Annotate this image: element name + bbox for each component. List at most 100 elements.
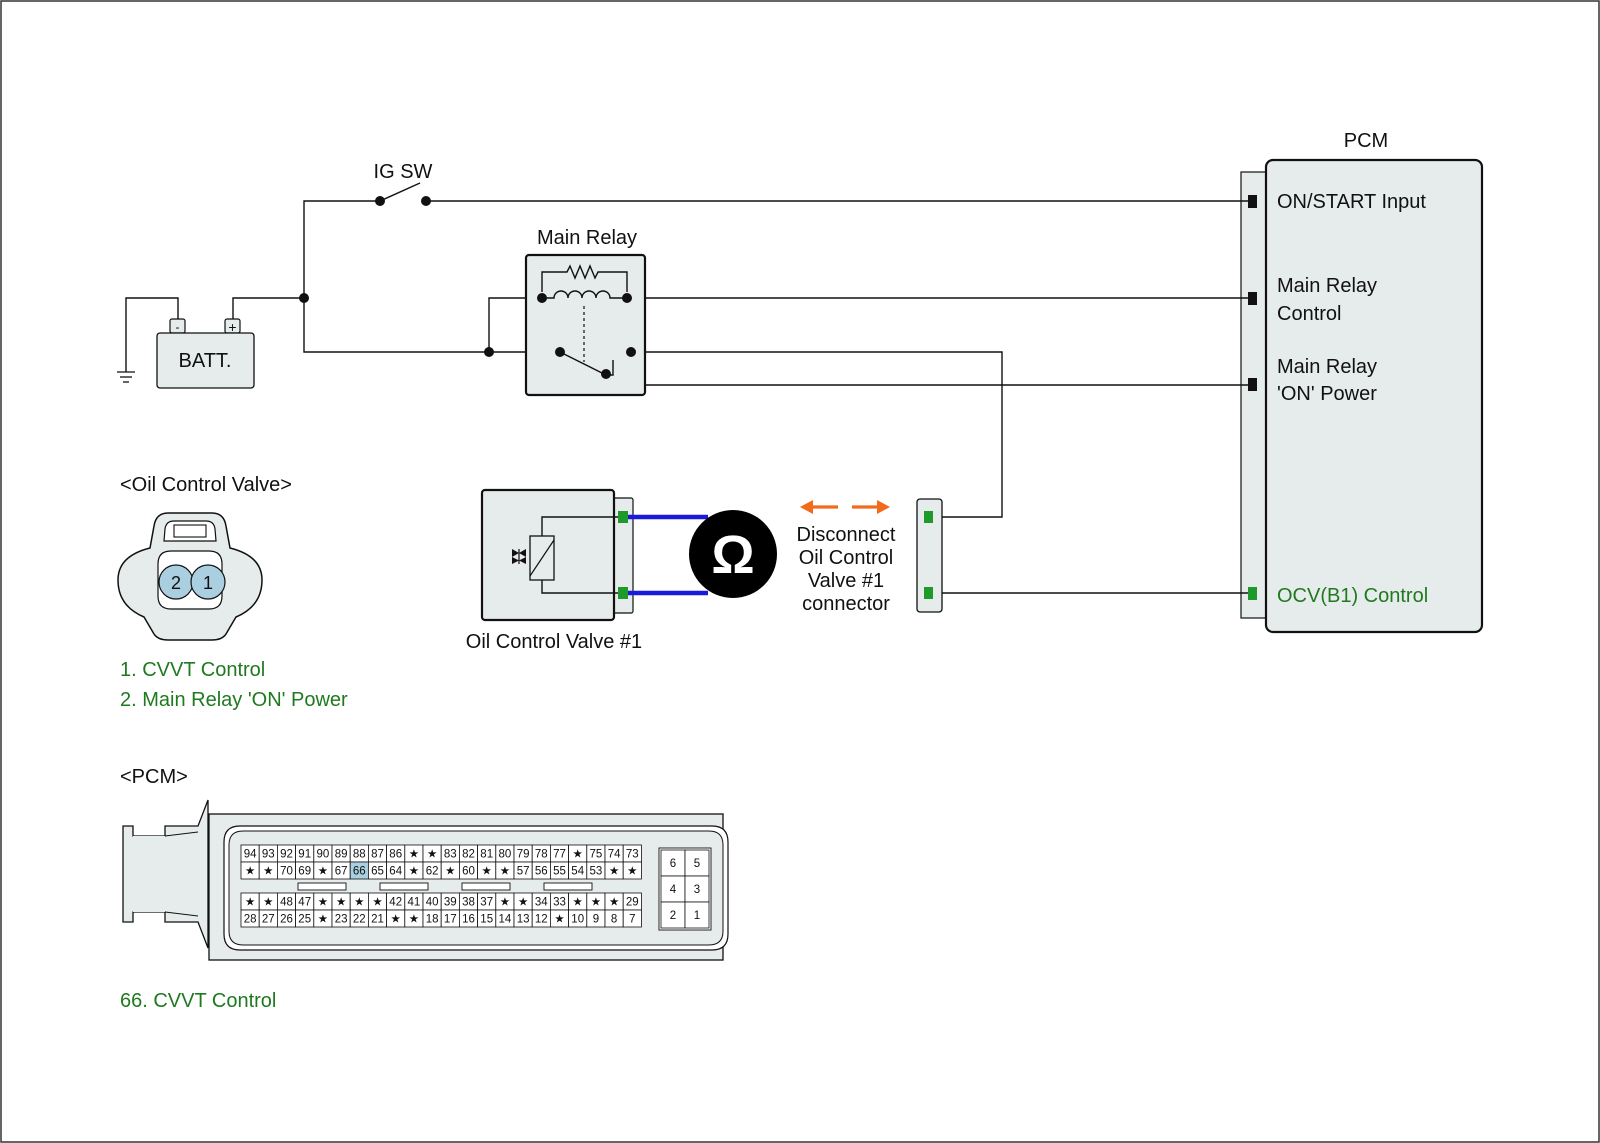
pcm-pin-label: 89	[335, 849, 348, 861]
pcm-pin-relay-on-power	[1248, 378, 1257, 391]
pcm-side-pin-cell	[684, 849, 710, 877]
junction-dot	[299, 293, 309, 303]
pcm-pin-label: 7	[629, 914, 635, 926]
relay-coil	[542, 290, 627, 299]
pcm-pin-label: 88	[353, 849, 366, 861]
pcm-pin-label: 73	[626, 849, 639, 861]
wire-batt-ground	[125, 297, 179, 372]
pcm-pin-label: ★	[372, 897, 382, 909]
pcm-pin-label: ★	[573, 897, 583, 909]
pcm-key-slots	[297, 882, 593, 891]
pcm-pin-label: ★	[554, 914, 564, 926]
pcm-pin-label: ★	[409, 849, 419, 861]
pcm-pin-label: ★	[482, 866, 492, 878]
pcm-pin-label: 74	[608, 849, 621, 861]
igsw-label: IG SW	[374, 161, 433, 183]
pcm-pin-label: 56	[535, 866, 548, 878]
pcm-pin-label: 21	[371, 914, 384, 926]
pcm-pin-label: 57	[517, 866, 530, 878]
pcm-pin-label: ★	[336, 897, 346, 909]
pcm-label-relay-control-2: Control	[1277, 303, 1341, 325]
pcm-pin-label: 91	[298, 849, 311, 861]
ohm-symbol: Ω	[711, 525, 754, 585]
wire-batt-to-igsw	[303, 200, 380, 298]
pcm-pin-label: 27	[262, 914, 275, 926]
pcm-pin-label: ★	[318, 897, 328, 909]
pcm-pin-label: 38	[462, 897, 475, 909]
ohmmeter: Ω	[628, 510, 777, 598]
pcm-side-pin-label: 2	[670, 910, 676, 922]
ocv-connector-title: <Oil Control Valve>	[120, 474, 292, 496]
pcm-pin-label: 17	[444, 914, 457, 926]
pcm-pin-label: ★	[500, 897, 510, 909]
pcm-pin-label: 34	[535, 897, 548, 909]
pcm-pin-label: ★	[318, 914, 328, 926]
pcm-pin-label: 78	[535, 849, 548, 861]
wires	[125, 200, 1248, 594]
pcm-label-relay-on-power-2: 'ON' Power	[1277, 383, 1377, 405]
pcm-pin-label: ★	[518, 897, 528, 909]
pcm-pin-relay-control	[1248, 292, 1257, 305]
oil-control-valve-1: Oil Control Valve #1	[466, 488, 642, 653]
pcm-pin-label: 55	[553, 866, 566, 878]
pcm-pin-label: 9	[593, 914, 599, 926]
pcm-pin-label: ★	[263, 866, 273, 878]
pcm-pin-label: 75	[590, 849, 603, 861]
main-relay-body	[524, 253, 647, 397]
wire-coil-feed	[488, 297, 542, 352]
pcm-pin-label: ★	[354, 897, 364, 909]
harness-connector	[916, 498, 943, 613]
ocv-pin-bottom	[618, 587, 628, 599]
ocv-pin-1-label: 1	[203, 573, 213, 593]
pcm-pin-label: 28	[244, 914, 257, 926]
pcm-pin-label: 93	[262, 849, 275, 861]
wire-batt-to-relay-switch	[303, 298, 560, 353]
pcm-pin-label: 48	[280, 897, 293, 909]
pcm-pin-label: ★	[409, 866, 419, 878]
pcm-body	[1264, 158, 1484, 634]
pcm-pin-label: 53	[590, 866, 603, 878]
pcm-pin-label: 66	[353, 866, 366, 878]
pcm-pin-label: ★	[391, 914, 401, 926]
pcm-pin-label: 37	[480, 897, 493, 909]
pcm-pin-label: 33	[553, 897, 566, 909]
wire-relay-output-to-ocv	[631, 351, 1003, 518]
pcm-pin-label: ★	[609, 897, 619, 909]
pcm-pin-label: 62	[426, 866, 439, 878]
pcm-pin-label: 79	[517, 849, 530, 861]
pcm-side-pin-label: 5	[694, 858, 700, 870]
pcm-pin-label: ★	[627, 866, 637, 878]
ocv-legend-1: 1. CVVT Control	[120, 659, 265, 681]
battery-body	[156, 332, 255, 389]
pcm-pin-label: 94	[244, 849, 257, 861]
pcm-label-relay-control-1: Main Relay	[1277, 275, 1377, 297]
pcm-pin-label: 29	[626, 897, 639, 909]
pcm-side-pin-label: 3	[694, 884, 700, 896]
pcm-pin-label: 47	[298, 897, 311, 909]
ocv-pin-top	[618, 511, 628, 523]
ocv-pin-1	[190, 564, 226, 600]
pcm-side-pin-cell	[684, 901, 710, 929]
pcm-pin-label: 60	[462, 866, 475, 878]
pcm-label-relay-on-power-1: Main Relay	[1277, 356, 1377, 378]
ignition-switch: IG SW	[374, 161, 433, 206]
ocv-pin-2-label: 2	[171, 573, 181, 593]
pcm-pin-label: ★	[409, 914, 419, 926]
pcm-pin-label: 23	[335, 914, 348, 926]
battery-pos-sign: +	[228, 319, 236, 335]
ocv-connector-view: <Oil Control Valve> 2 1 1. CVVT Control …	[117, 474, 348, 711]
pcm-pin-label: 13	[517, 914, 530, 926]
pcm-pin-cell	[622, 861, 642, 880]
pcm-pin-label: 39	[444, 897, 457, 909]
pcm-label-ocv-control: OCV(B1) Control	[1277, 585, 1428, 607]
pcm-pin-label: 67	[335, 866, 348, 878]
pcm-pin-label: 80	[499, 849, 512, 861]
pcm-pin-label: 12	[535, 914, 548, 926]
disconnect-line-3: Valve #1	[808, 570, 884, 592]
ocv1-label: Oil Control Valve #1	[466, 631, 642, 653]
pcm-side-pin-cell	[684, 875, 710, 903]
battery: - + BATT.	[156, 318, 255, 389]
igsw-blade	[379, 182, 421, 202]
